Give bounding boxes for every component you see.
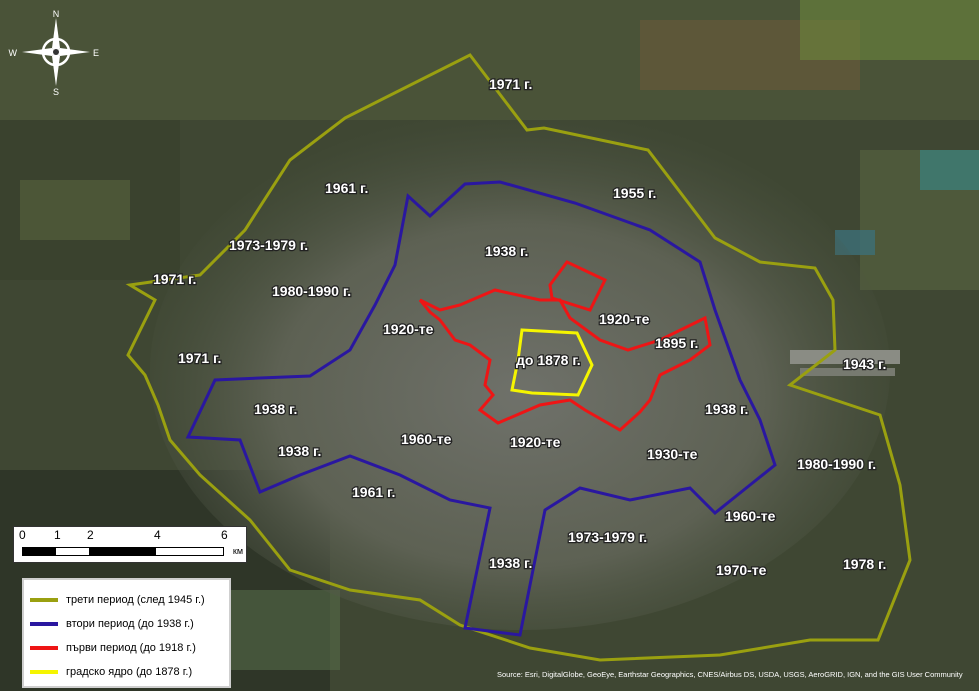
area-label: 1960-те bbox=[401, 431, 452, 447]
area-label: 1973-1979 г. bbox=[568, 529, 647, 545]
area-label: 1970-те bbox=[716, 562, 767, 578]
area-label: 1938 г. bbox=[705, 401, 748, 417]
scale-tick: 4 bbox=[154, 528, 161, 542]
area-label: 1971 г. bbox=[153, 271, 196, 287]
legend-label: градско ядро (до 1878 г.) bbox=[66, 666, 193, 678]
area-label: 1920-те bbox=[599, 311, 650, 327]
scale-bar-graphic bbox=[22, 547, 224, 556]
area-label: до 1878 г. bbox=[516, 352, 581, 368]
area-label: 1971 г. bbox=[489, 76, 532, 92]
area-label: 1971 г. bbox=[178, 350, 221, 366]
boundary-second-period bbox=[185, 180, 777, 637]
map-legend: трети период (след 1945 г.) втори период… bbox=[22, 578, 231, 688]
legend-label: втори период (до 1938 г.) bbox=[66, 618, 194, 630]
area-label: 1920-те bbox=[510, 434, 561, 450]
area-label: 1920-те bbox=[383, 321, 434, 337]
compass-south: S bbox=[53, 87, 59, 97]
map-attribution: Source: Esri, DigitalGlobe, GeoEye, Eart… bbox=[497, 670, 963, 679]
legend-swatch bbox=[30, 598, 58, 602]
area-label: 1895 г. bbox=[655, 335, 698, 351]
area-label: 1960-те bbox=[725, 508, 776, 524]
boundary-third-period bbox=[125, 53, 912, 662]
area-label: 1955 г. bbox=[613, 185, 656, 201]
area-labels: 1971 г. 1955 г. 1961 г. 1938 г. 1973-197… bbox=[152, 75, 888, 580]
area-label: 1973-1979 г. bbox=[229, 237, 308, 253]
scale-unit: км bbox=[232, 546, 243, 556]
area-label: 1938 г. bbox=[489, 555, 532, 571]
legend-swatch bbox=[30, 670, 58, 674]
compass-icon: N S E W bbox=[9, 9, 100, 97]
legend-item-third-period: трети период (след 1945 г.) bbox=[30, 592, 205, 608]
compass-north: N bbox=[53, 9, 60, 19]
area-label: 1978 г. bbox=[843, 556, 886, 572]
area-label: 1943 г. bbox=[843, 356, 886, 372]
scale-tick: 1 bbox=[54, 528, 61, 542]
legend-swatch bbox=[30, 646, 58, 650]
legend-label: трети период (след 1945 г.) bbox=[66, 594, 205, 606]
area-label: 1980-1990 г. bbox=[797, 456, 876, 472]
area-label: 1938 г. bbox=[254, 401, 297, 417]
legend-item-second-period: втори период (до 1938 г.) bbox=[30, 616, 194, 632]
compass-east: E bbox=[93, 48, 99, 58]
area-label: 1930-те bbox=[647, 446, 698, 462]
boundary-first-period-north bbox=[548, 260, 608, 312]
area-label: 1938 г. bbox=[485, 243, 528, 259]
boundary-city-core bbox=[510, 328, 594, 397]
scale-tick: 0 bbox=[19, 528, 26, 542]
compass-west: W bbox=[9, 48, 18, 58]
area-label: 1961 г. bbox=[325, 180, 368, 196]
area-label: 1980-1990 г. bbox=[272, 283, 351, 299]
scale-tick: 2 bbox=[87, 528, 94, 542]
legend-swatch bbox=[30, 622, 58, 626]
legend-item-first-period: първи период (до 1918 г.) bbox=[30, 640, 196, 656]
legend-item-city-core: градско ядро (до 1878 г.) bbox=[30, 664, 192, 680]
scale-bar: 0 1 2 4 6 км bbox=[13, 526, 247, 563]
area-label: 1961 г. bbox=[352, 484, 395, 500]
area-label: 1938 г. bbox=[278, 443, 321, 459]
legend-label: първи период (до 1918 г.) bbox=[66, 642, 196, 654]
scale-tick: 6 bbox=[221, 528, 228, 542]
